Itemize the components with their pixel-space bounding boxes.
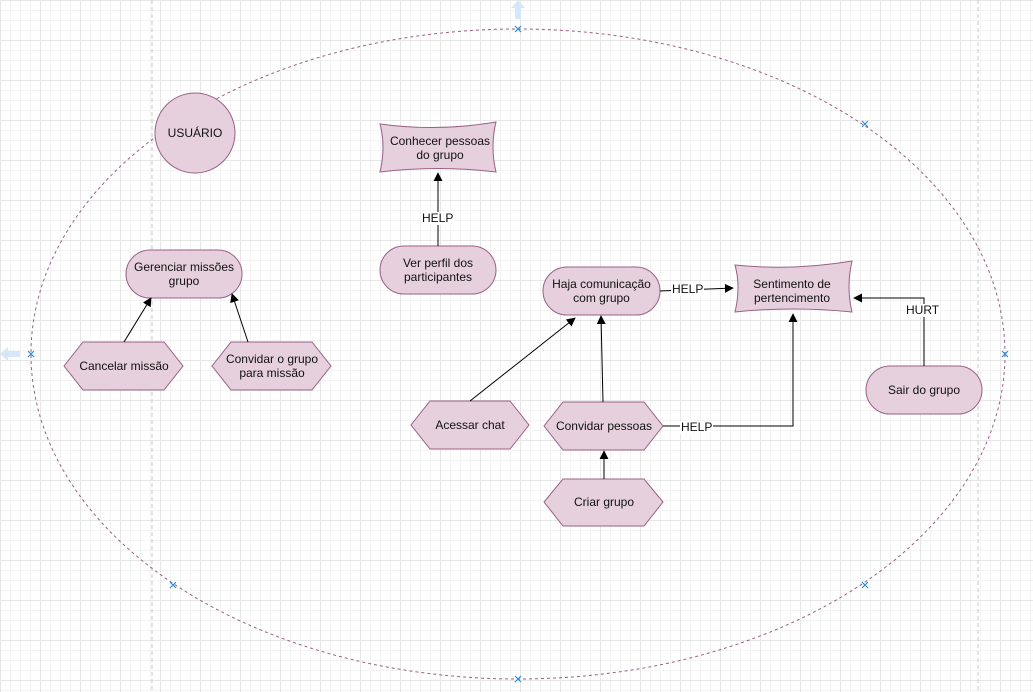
convidar-grupo-label: Convidar o grupo para missão: [225, 352, 319, 380]
edge-label-help-haja: HELP: [671, 282, 705, 296]
convidar-pessoas-label: Convidar pessoas: [555, 419, 653, 433]
cancelar-label: Cancelar missão: [79, 359, 169, 373]
task-criar-grupo-node[interactable]: [543, 478, 664, 527]
softgoal-conhecer-node[interactable]: [379, 121, 497, 173]
criar-grupo-label: Criar grupo: [573, 495, 635, 509]
edge-label-hurt-sair: HURT: [905, 303, 941, 317]
acessar-chat-label: Acessar chat: [435, 418, 505, 432]
ver-perfil-label: Ver perfil dos participantes: [402, 256, 474, 284]
haja-label: Haja comunicação com grupo: [552, 277, 651, 305]
sentimento-label: Sentimento de pertencimento: [753, 277, 831, 305]
sair-label: Sair do grupo: [887, 383, 961, 397]
conhecer-label: Conhecer pessoas do grupo: [389, 134, 491, 162]
task-acessar-chat-node[interactable]: [410, 400, 530, 450]
gerenciar-label: Gerenciar missões grupo: [133, 260, 235, 288]
resize-arrow-left-icon[interactable]: [0, 347, 20, 361]
edge-convidar-pessoas-to-haja[interactable]: [596, 315, 606, 403]
goal-gerenciar-node[interactable]: [125, 249, 243, 299]
edge-label-help-perfil: HELP: [421, 211, 455, 225]
resize-arrow-up-icon[interactable]: [511, 0, 525, 19]
task-convidar-pessoas-node[interactable]: [543, 401, 664, 451]
softgoal-sentimento-node[interactable]: [734, 260, 853, 313]
edge-label-help-convidar: HELP: [680, 420, 714, 434]
edge-cancelar-to-gerenciar[interactable]: [123, 297, 152, 343]
task-cancelar-node[interactable]: [63, 341, 184, 391]
actor-usuario-label: USUÁRIO: [167, 126, 223, 140]
edge-sair-to-sentimento[interactable]: [853, 293, 925, 366]
actor-usuario-node[interactable]: [154, 92, 236, 174]
edge-convidar-pessoas-to-sentimento[interactable]: [663, 313, 798, 427]
task-convidar-grupo-node[interactable]: [211, 341, 332, 391]
edge-convidar-grupo-to-gerenciar[interactable]: [230, 293, 249, 343]
edge-acessar-to-haja[interactable]: [469, 317, 576, 402]
